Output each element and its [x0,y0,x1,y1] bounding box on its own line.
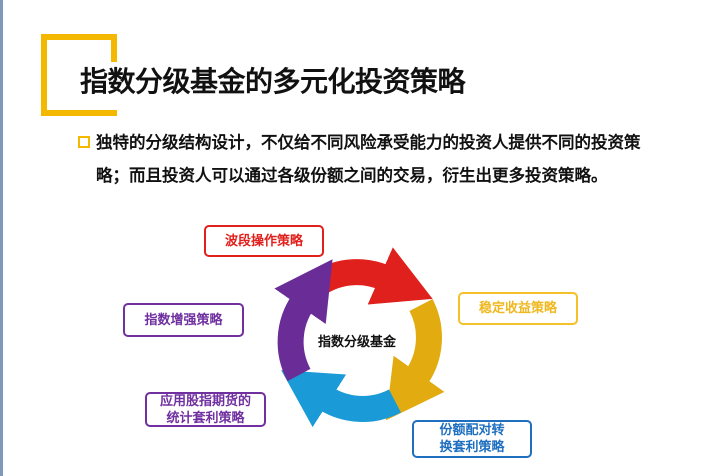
red-arrow [307,247,433,305]
bullet-text: 独特的分级结构设计，不仅给不同风险承受能力的投资人提供不同的投资策略；而且投资人… [96,133,641,185]
center-label: 指数分级基金 [318,335,397,350]
purple-arrow [274,259,333,382]
bullet-square-icon [78,136,90,148]
node-index-enhanced: 指数增强策略 [123,303,244,337]
slide-edge [0,0,3,476]
title-bracket [41,34,117,116]
node-pair-conversion: 份额配对转换套利策略 [412,420,532,458]
blue-arrow [281,370,402,428]
yellow-arrow [385,298,445,421]
node-stable-income: 稳定收益策略 [458,292,578,325]
slide-title: 指数分级基金的多元化投资策略 [80,65,466,98]
node-wave-trading: 波段操作策略 [204,225,324,257]
node-futures-arbitrage: 应用股指期货的统计套利策略 [145,392,266,427]
title-bracket-right [111,34,117,62]
